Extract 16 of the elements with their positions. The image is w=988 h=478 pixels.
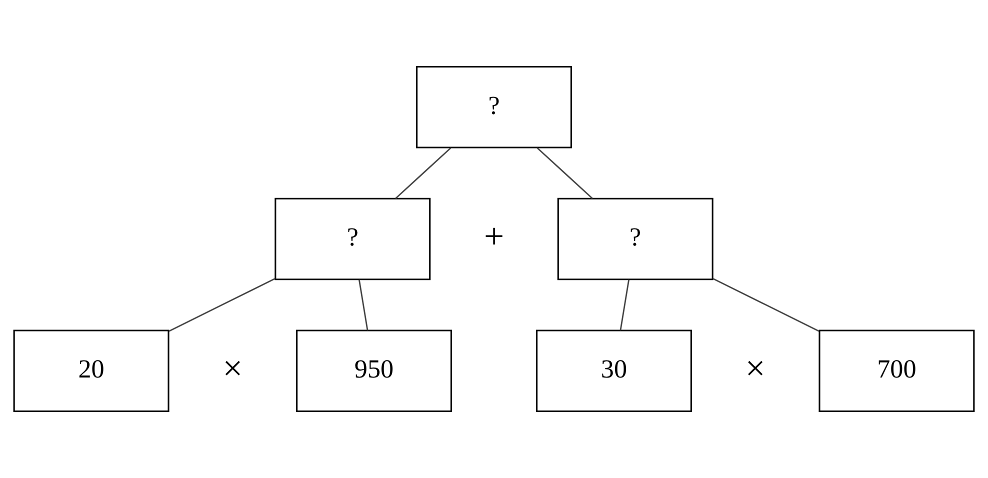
node-box: ? [557,198,714,280]
label: + [484,216,504,256]
label: × [222,348,243,388]
connector [620,280,630,330]
node-box: 20 [13,330,170,412]
connector [536,147,593,200]
label: × [745,348,766,388]
connector [395,147,452,200]
node-box: 30 [536,330,692,412]
connector [712,278,820,332]
connector [168,278,276,332]
connector [358,280,368,330]
node-box: 950 [296,330,452,412]
node-box: ? [416,66,572,148]
node-box: 700 [818,330,975,412]
node-box: ? [274,198,431,280]
